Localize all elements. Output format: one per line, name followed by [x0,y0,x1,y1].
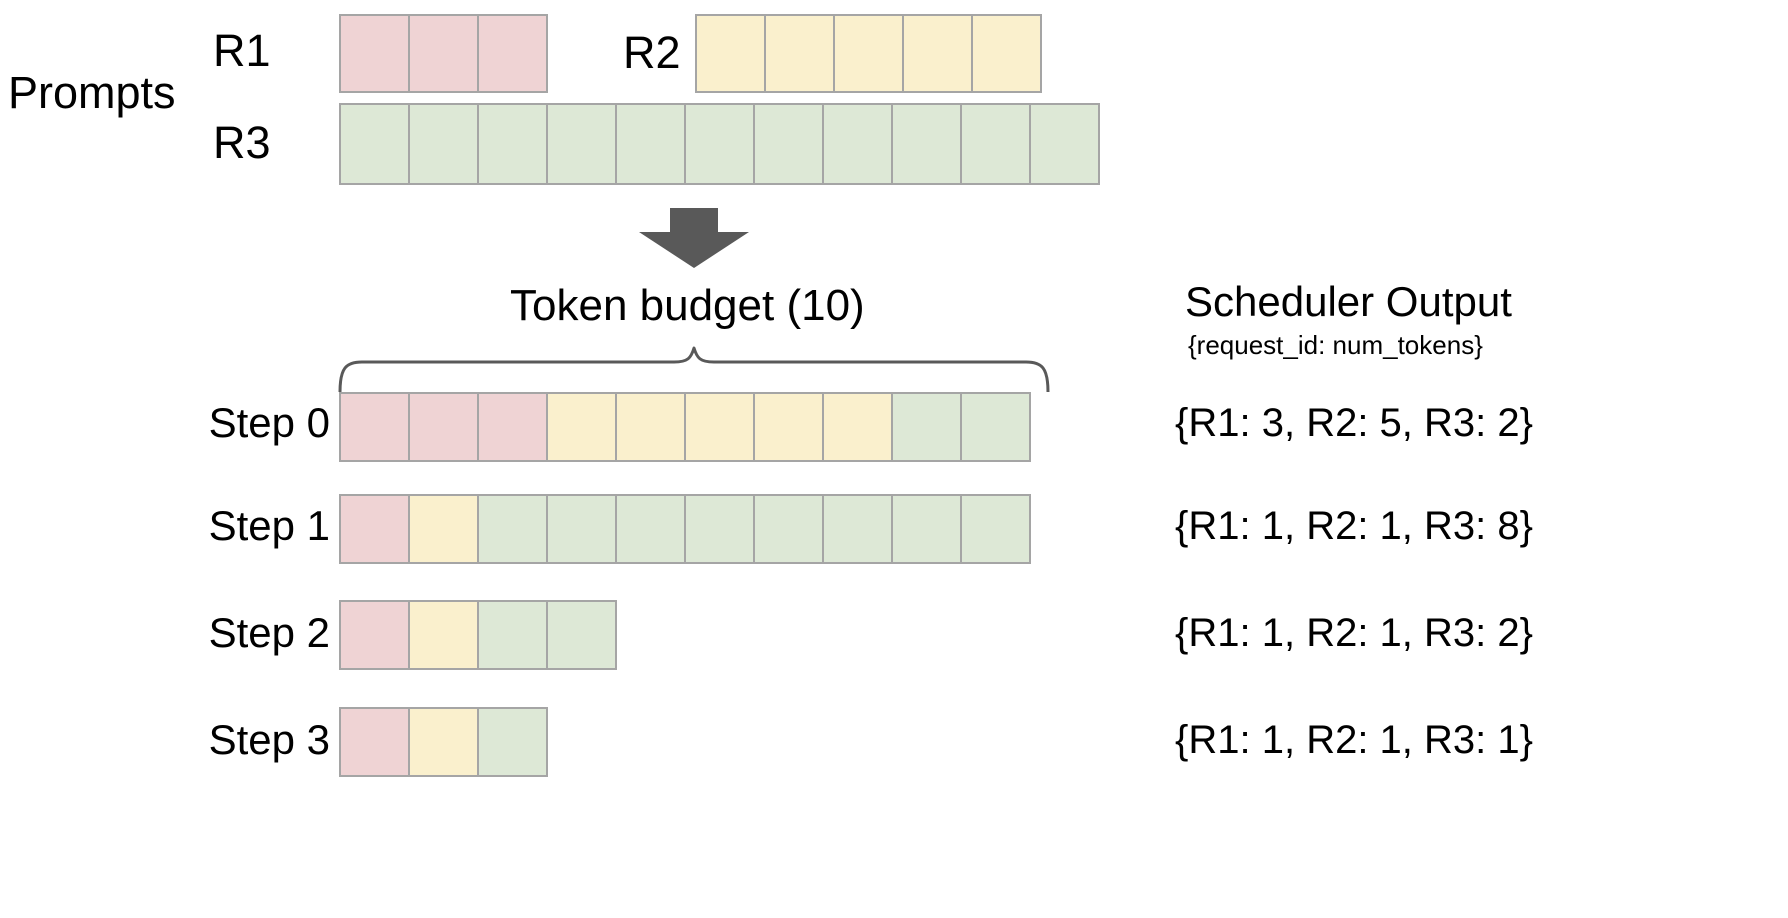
scheduler-output-step-1: {R1: 1, R2: 1, R3: 8} [1175,504,1533,548]
prompt-token-r2-cell [902,14,973,93]
prompt-token-r2-cell [764,14,835,93]
step-1-r3-token-cell [960,494,1031,564]
scheduler-output-step-2: {R1: 1, R2: 1, R3: 2} [1175,611,1533,655]
prompt-token-r2-cell [971,14,1042,93]
step-1-r2-token-cell [408,494,479,564]
scheduler-output-step-3: {R1: 1, R2: 1, R3: 1} [1175,718,1533,762]
step-0-r2-token-cell [546,392,617,462]
request-label-r3: R3 [213,117,271,168]
step-token-row-1 [339,494,1031,564]
token-budget-label: Token budget (10) [510,281,865,330]
step-token-row-3 [339,707,548,777]
step-1-r3-token-cell [684,494,755,564]
step-label-0: Step 0 [208,399,330,446]
scheduler-output-title: Scheduler Output [1185,278,1512,325]
prompt-token-r3-cell [408,103,479,185]
step-0-r3-token-cell [960,392,1031,462]
scheduler-output-step-0: {R1: 3, R2: 5, R3: 2} [1175,401,1533,445]
prompt-token-r3-cell [684,103,755,185]
prompt-token-row-r1 [339,14,548,93]
prompt-token-row-r3 [339,103,1100,185]
step-0-r1-token-cell [408,392,479,462]
prompt-token-row-r2 [695,14,1042,93]
prompt-token-r3-cell [339,103,410,185]
down-arrow-icon [636,208,752,270]
step-3-r2-token-cell [408,707,479,777]
step-0-r2-token-cell [615,392,686,462]
prompt-token-r3-cell [615,103,686,185]
step-label-1: Step 1 [208,502,330,549]
step-2-r1-token-cell [339,600,410,670]
step-token-row-0 [339,392,1031,462]
step-label-2: Step 2 [208,609,330,656]
step-1-r1-token-cell [339,494,410,564]
prompt-token-r3-cell [822,103,893,185]
step-1-r3-token-cell [477,494,548,564]
step-1-r3-token-cell [822,494,893,564]
step-1-r3-token-cell [753,494,824,564]
prompt-token-r1-cell [477,14,548,93]
prompt-token-r2-cell [833,14,904,93]
step-0-r2-token-cell [684,392,755,462]
prompt-token-r3-cell [546,103,617,185]
step-3-r1-token-cell [339,707,410,777]
step-label-3: Step 3 [208,716,330,763]
step-0-r1-token-cell [477,392,548,462]
prompts-section-label: Prompts [8,67,176,118]
scheduler-output-subtitle: {request_id: num_tokens} [1188,330,1483,360]
prompt-token-r3-cell [960,103,1031,185]
step-0-r1-token-cell [339,392,410,462]
prompt-token-r3-cell [1029,103,1100,185]
step-2-r2-token-cell [408,600,479,670]
prompt-token-r3-cell [891,103,962,185]
prompt-token-r1-cell [339,14,410,93]
step-2-r3-token-cell [477,600,548,670]
curly-brace-icon [336,346,1052,394]
step-0-r2-token-cell [822,392,893,462]
step-2-r3-token-cell [546,600,617,670]
step-0-r2-token-cell [753,392,824,462]
prompt-token-r1-cell [408,14,479,93]
step-1-r3-token-cell [546,494,617,564]
step-1-r3-token-cell [615,494,686,564]
prompt-token-r2-cell [695,14,766,93]
prompt-token-r3-cell [753,103,824,185]
step-0-r3-token-cell [891,392,962,462]
request-label-r1: R1 [213,25,271,76]
step-token-row-2 [339,600,617,670]
prompt-token-r3-cell [477,103,548,185]
request-label-r2: R2 [623,27,681,78]
step-3-r3-token-cell [477,707,548,777]
step-1-r3-token-cell [891,494,962,564]
